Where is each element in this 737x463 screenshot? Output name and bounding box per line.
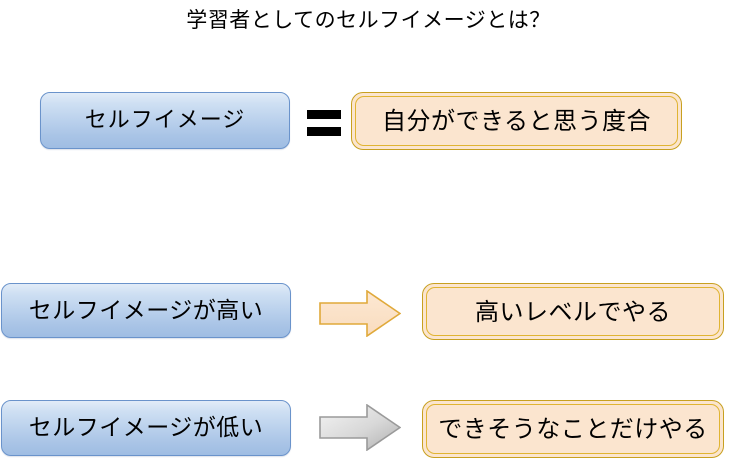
easy-only-outcome-label: できそうなことだけやる bbox=[438, 415, 708, 443]
equals-bar-bottom bbox=[307, 127, 341, 136]
low-self-image-box[interactable]: セルフイメージが低い bbox=[1, 400, 291, 456]
equals-bar-top bbox=[307, 110, 341, 119]
high-level-outcome-label: 高いレベルでやる bbox=[475, 297, 671, 326]
definition-box[interactable]: 自分ができると思う度合 bbox=[351, 92, 682, 150]
page-title: 学習者としてのセルフイメージとは？ bbox=[186, 8, 551, 32]
high-self-image-box-label: セルフイメージが高い bbox=[28, 297, 264, 324]
equals-icon bbox=[305, 103, 343, 139]
low-self-image-box-label: セルフイメージが低い bbox=[28, 415, 264, 441]
easy-only-outcome-box[interactable]: できそうなことだけやる bbox=[422, 400, 724, 458]
definition-box-label: 自分ができると思う度合 bbox=[381, 107, 652, 135]
right-arrow-gray-icon bbox=[319, 404, 401, 451]
self-image-box-label: セルフイメージ bbox=[84, 107, 246, 133]
high-self-image-box[interactable]: セルフイメージが高い bbox=[1, 283, 291, 338]
high-level-outcome-box[interactable]: 高いレベルでやる bbox=[422, 283, 724, 340]
right-arrow-orange-icon bbox=[319, 290, 401, 337]
self-image-box[interactable]: セルフイメージ bbox=[40, 92, 290, 149]
